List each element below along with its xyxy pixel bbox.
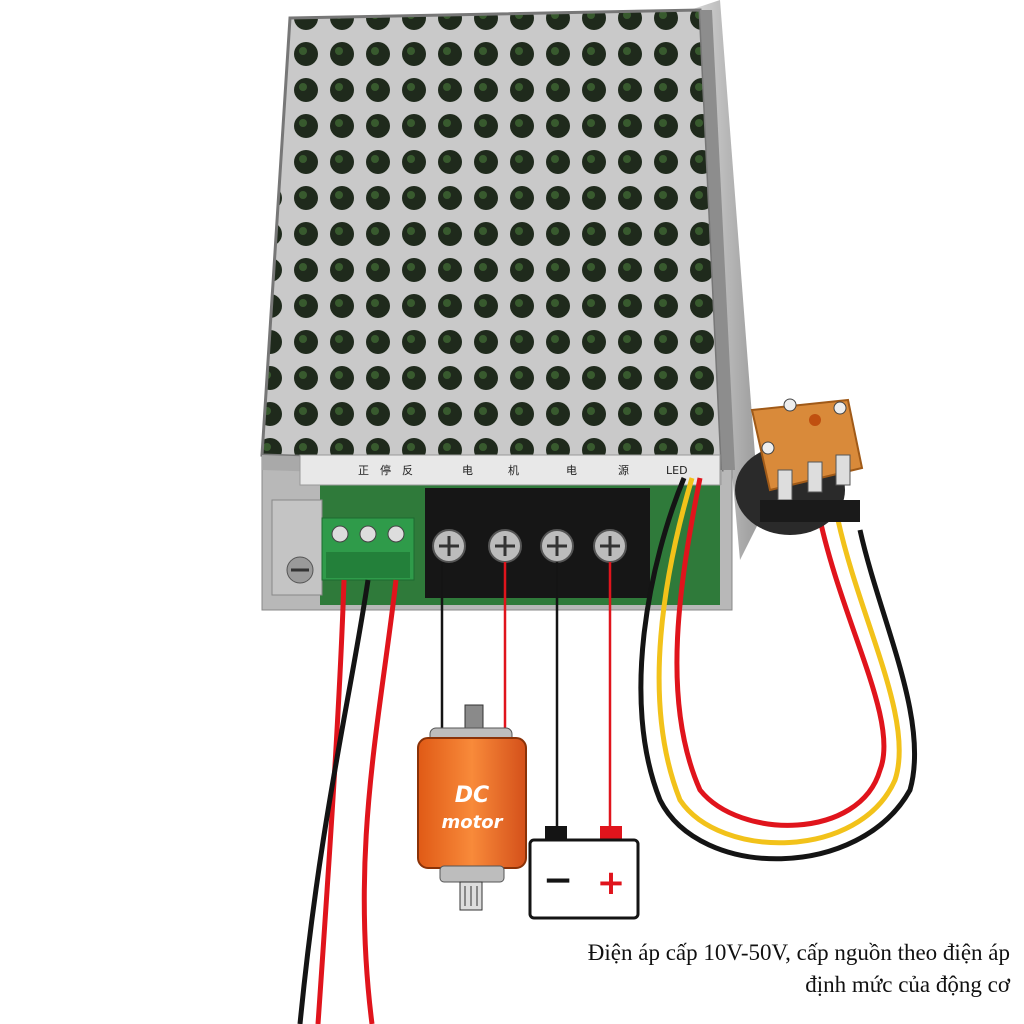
dc-motor-icon: DC motor [417,704,527,911]
silk-label: 正 [358,464,369,477]
silk-label: LED [666,464,688,477]
battery-plus-sign: + [597,863,626,903]
silk-label: 电 [462,464,473,477]
silk-label: 源 [618,463,629,477]
screw-terminal [593,529,627,563]
silk-label: 机 [508,463,519,477]
silk-label: 停 [380,463,391,477]
silkscreen-labels: 正 停 反 电 机 电 源 LED [358,463,688,477]
screw-terminal-block [425,488,650,598]
caption-line-1: Điện áp cấp 10V-50V, cấp nguồn theo điện… [587,940,1010,965]
silk-label: 电 [566,464,577,477]
mounting-screw [271,499,323,596]
motor-label-dc: DC [455,783,489,808]
screw-terminal [488,529,522,563]
motor-label-motor: motor [442,812,504,833]
potentiometer [735,398,864,535]
screw-terminal [540,529,574,563]
battery-icon: − + [528,826,640,920]
battery-minus-sign: − [543,860,573,901]
green-terminal-wires [297,579,399,1024]
green-terminal-block [321,517,415,581]
load-supply-wires [440,562,612,830]
caption-line-2: định mức của động cơ [805,972,1010,997]
silk-label: 反 [402,464,413,477]
screw-terminal [432,529,466,563]
perforated-metal-cover [260,8,735,485]
potentiometer-cable [638,477,918,862]
